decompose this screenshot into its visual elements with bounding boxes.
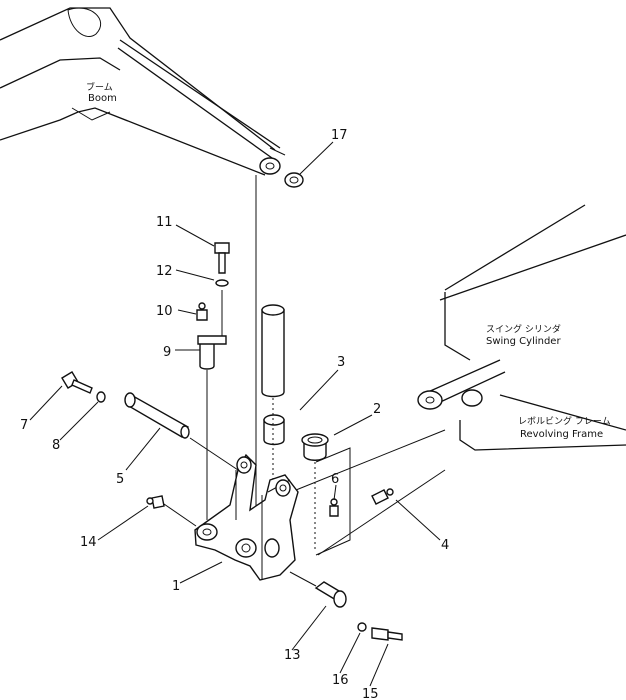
part-2-bushing (301, 433, 329, 461)
bracket-link-line (317, 469, 446, 556)
callout-numbers: 1 2 3 4 5 6 7 8 9 10 11 12 13 14 15 16 1… (20, 128, 449, 700)
revolving-frame: レボルビング フレーム Revolving Frame (439, 204, 626, 451)
cylinder-link-line (295, 429, 446, 491)
callout-14: 14 (80, 535, 97, 550)
pin-9-axis (206, 290, 223, 520)
fitting-14-axis (163, 503, 197, 527)
boom-label-jp: ブーム (86, 81, 113, 93)
swing-cylinder: スイング シリンダ Swing Cylinder (417, 323, 561, 410)
callout-1: 1 (172, 579, 180, 594)
pin-5-axis (189, 437, 239, 471)
pin-13-axis (289, 571, 317, 587)
revolving-frame-label-en: Revolving Frame (520, 429, 603, 440)
part-7-bolt (61, 371, 93, 394)
swing-cylinder-label-jp: スイング シリンダ (486, 323, 561, 335)
part-10-grease-fitting (196, 302, 208, 321)
callout-2: 2 (373, 402, 381, 417)
callout-leaders (29, 141, 441, 687)
callout-11: 11 (156, 215, 173, 230)
part-6-grease-fitting (329, 498, 339, 517)
bushing-small (263, 414, 285, 446)
part-5-pin (124, 392, 190, 439)
swing-cylinder-label-en: Swing Cylinder (486, 336, 561, 347)
callout-10: 10 (156, 304, 173, 319)
boom-label-en: Boom (88, 93, 117, 104)
part-16-washer (357, 622, 367, 632)
callout-5: 5 (116, 472, 124, 487)
boom: ブーム Boom (0, 7, 286, 176)
part-17-washer (284, 172, 304, 188)
callout-6: 6 (331, 472, 339, 487)
callout-9: 9 (163, 345, 171, 360)
callout-8: 8 (52, 438, 60, 453)
revolving-frame-label-jp: レボルビング フレーム (518, 415, 611, 427)
callout-16: 16 (332, 673, 349, 688)
part-8-washer (96, 391, 106, 403)
part-11-bolt (214, 242, 230, 274)
part-14-grease-fitting (146, 495, 165, 509)
part-9-pin (197, 335, 227, 370)
guide-rect-right (315, 447, 351, 556)
part-1-swing-bracket (194, 453, 299, 581)
part-3-pin (261, 304, 285, 398)
callout-7: 7 (20, 418, 28, 433)
part-13-pin (314, 581, 347, 608)
callout-12: 12 (156, 264, 173, 279)
callout-3: 3 (337, 355, 345, 370)
callout-15: 15 (362, 687, 379, 700)
callout-17: 17 (331, 128, 348, 143)
callout-4: 4 (441, 538, 449, 553)
part-4-grease-fitting (371, 488, 394, 505)
part-15-bolt (371, 627, 403, 641)
part-12-washer (215, 279, 229, 287)
callout-13: 13 (284, 648, 301, 663)
